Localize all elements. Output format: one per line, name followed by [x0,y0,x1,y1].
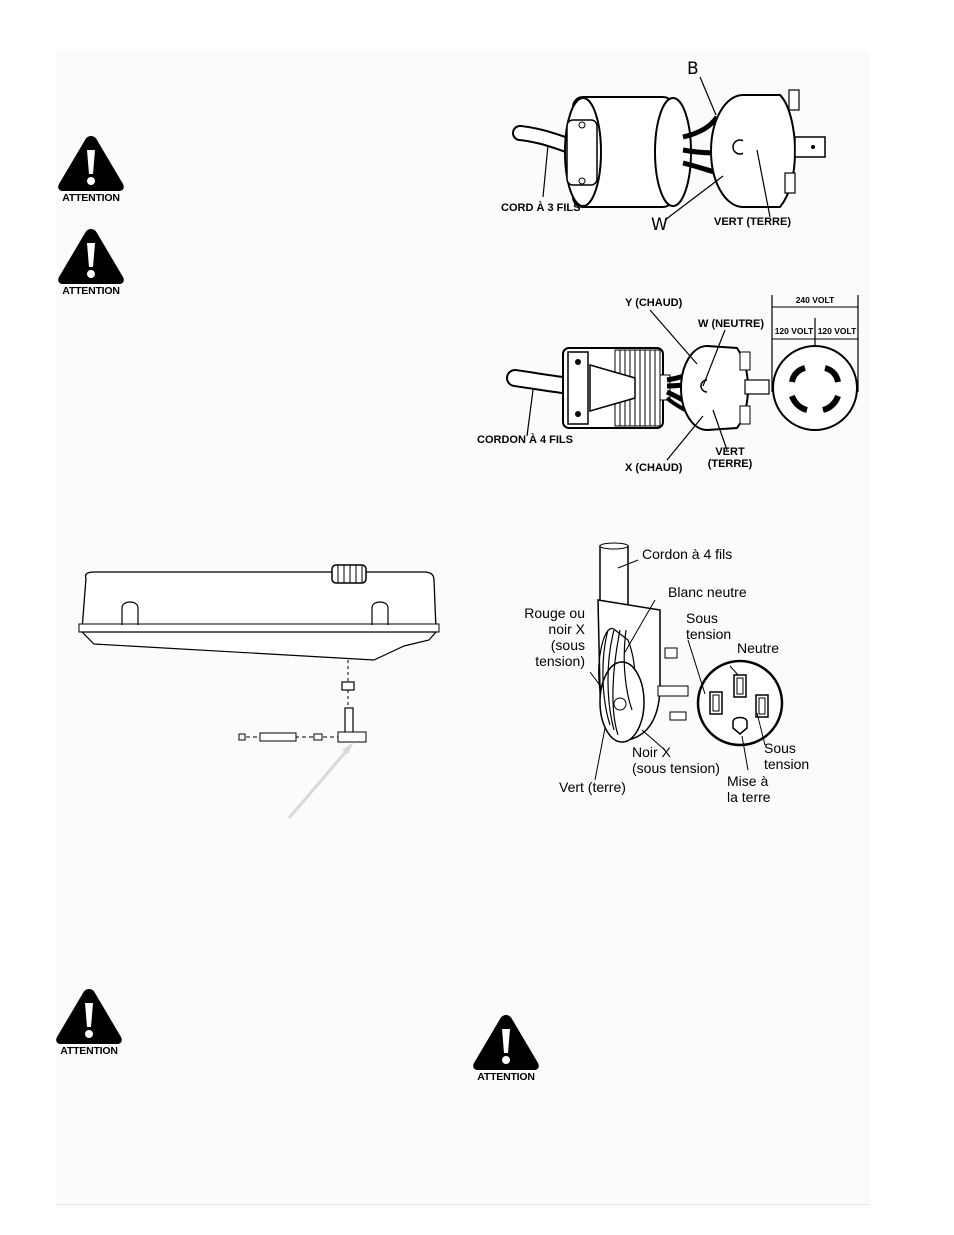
four-wire-plug-drawing [506,295,859,461]
label-green-ground: Vert (terre) [559,779,626,795]
label-cord-4-wire: Cordon à 4 fils [642,546,733,562]
label-green-1: VERT [715,446,745,458]
label-120-volt-right: 120 VOLT [817,326,857,336]
label-w-neutral: W (NEUTRE) [698,318,764,330]
fuel-tank-drawing [78,564,440,819]
label-cord-4-wire: CORDON À 4 FILS [477,434,573,446]
label-ground-1: Mise à [727,773,769,789]
attention-label: ATTENTION [62,285,120,297]
attention-warning-2: ATTENTION [55,227,127,299]
label-240-volt: 240 VOLT [795,295,835,305]
label-cord-3-wire: CORD À 3 FILS [501,202,581,214]
figure-plug-wiring: Cordon à 4 fils Blanc neutre Rouge ou no… [510,540,860,810]
warning-triangle-icon [56,989,122,1044]
label-w: W [651,215,668,235]
label-red-black-2: noir X [548,621,585,637]
warning-triangle-icon [58,136,124,191]
label-red-black-3: (sous [550,637,585,653]
label-ground-2: la terre [727,789,771,805]
three-wire-plug-drawing [512,76,826,221]
figure-3-wire-cord: B W CORD À 3 FILS VERT (TERRE) [495,55,855,245]
label-live-right-1: Sous [764,740,796,756]
plug-wiring-drawing [589,542,784,781]
label-red-black-4: tension) [535,653,585,669]
attention-warning-3: ATTENTION [53,987,125,1059]
attention-warning-1: ATTENTION [55,134,127,206]
label-live-right-2: tension [764,756,810,772]
label-black-x-1: Noir X [632,744,671,760]
label-live-top-2: tension [686,626,732,642]
page-bottom-rule [56,1204,870,1205]
figure-fuel-tank [74,560,444,825]
attention-label: ATTENTION [60,1045,118,1057]
label-live-top-1: Sous [686,610,718,626]
label-y-hot: Y (CHAUD) [625,297,683,309]
label-white-neutral: Blanc neutre [668,584,747,600]
label-black-x-2: (sous tension) [632,760,720,776]
warning-triangle-icon [473,1015,539,1070]
label-neutral: Neutre [737,640,780,656]
label-red-black-1: Rouge ou [524,605,585,621]
label-green-ground: VERT (TERRE) [714,216,791,228]
label-b: B [687,59,699,79]
attention-warning-4: ATTENTION [470,1013,542,1085]
label-green-2: (TERRE) [707,458,753,470]
attention-label: ATTENTION [477,1071,535,1083]
warning-triangle-icon [58,229,124,284]
label-120-volt-left: 120 VOLT [774,326,814,336]
label-x-hot: X (CHAUD) [625,462,683,474]
attention-label: ATTENTION [62,192,120,204]
figure-4-wire-cord: Y (CHAUD) W (NEUTRE) CORDON À 4 FILS X (… [475,290,870,485]
